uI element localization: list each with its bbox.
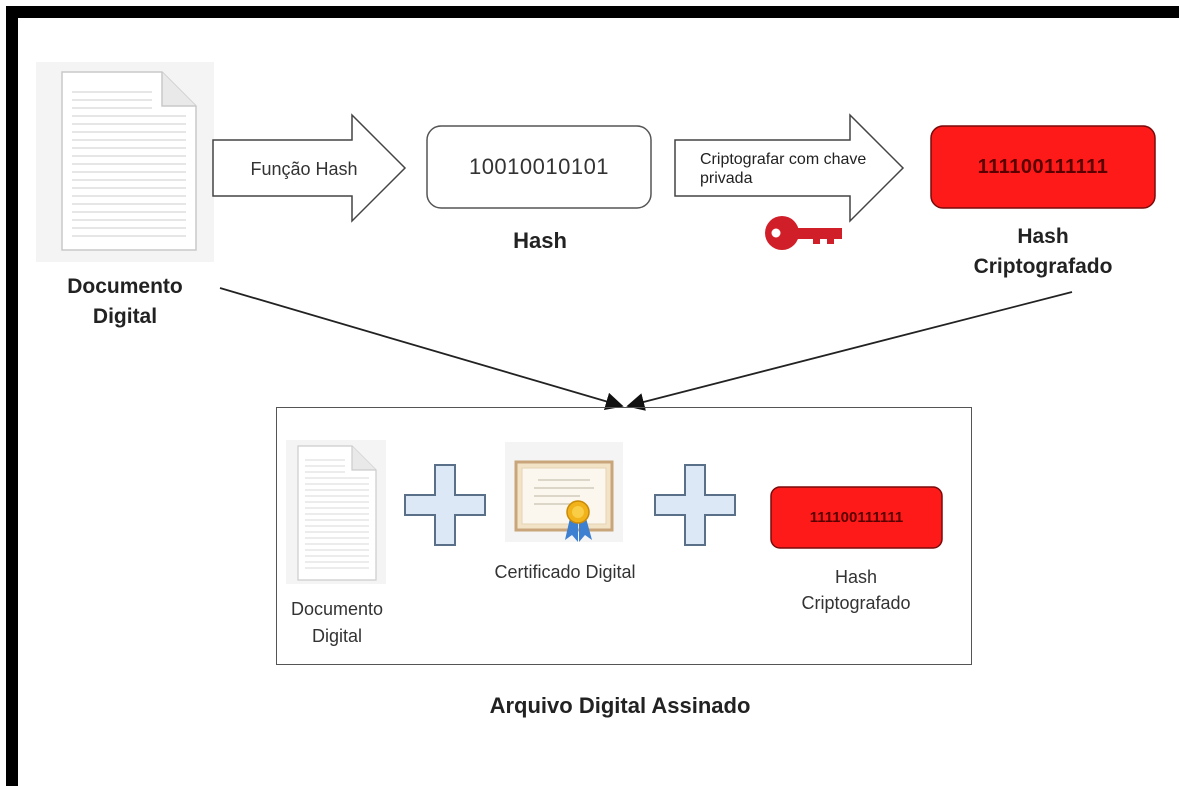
encrypted-hash-value: 111100111111 <box>977 155 1109 178</box>
small-encrypted-hash-value: 111100111111 <box>809 509 904 526</box>
small-document-icon <box>286 440 386 584</box>
diagram-canvas: Documento Digital Função Hash 1001001010… <box>6 6 1179 786</box>
connector-arrow-left <box>219 287 624 411</box>
small-document-label: Documento Digital <box>290 599 384 646</box>
hash-function-arrow <box>212 113 407 223</box>
key-icon <box>765 216 842 250</box>
certificate-label: Certificado Digital <box>494 562 636 582</box>
small-encrypted-hash-label: Hash Criptografado <box>801 567 911 613</box>
certificate-icon <box>505 442 623 542</box>
signed-file-title: Arquivo Digital Assinado <box>489 693 751 718</box>
plus-icon <box>654 464 736 546</box>
frame-border <box>6 6 1179 786</box>
hash-label: Hash <box>513 228 567 253</box>
diagram-graphics <box>36 62 1156 584</box>
hash-box <box>426 125 652 209</box>
document-icon <box>36 62 214 262</box>
plus-icon <box>404 464 486 546</box>
small-encrypted-hash-box <box>770 486 943 549</box>
encrypted-hash-box <box>930 125 1156 209</box>
document-label: Documento Digital <box>67 275 183 328</box>
hash-function-label: Função Hash <box>250 158 358 179</box>
connector-arrow-right <box>626 291 1073 411</box>
encrypt-label: Criptografar com chave privada <box>700 151 867 187</box>
encrypted-hash-label: Hash Criptografado <box>973 225 1113 278</box>
hash-value: 10010010101 <box>468 154 610 179</box>
signed-file-box <box>276 407 972 665</box>
encrypt-arrow <box>674 113 905 223</box>
